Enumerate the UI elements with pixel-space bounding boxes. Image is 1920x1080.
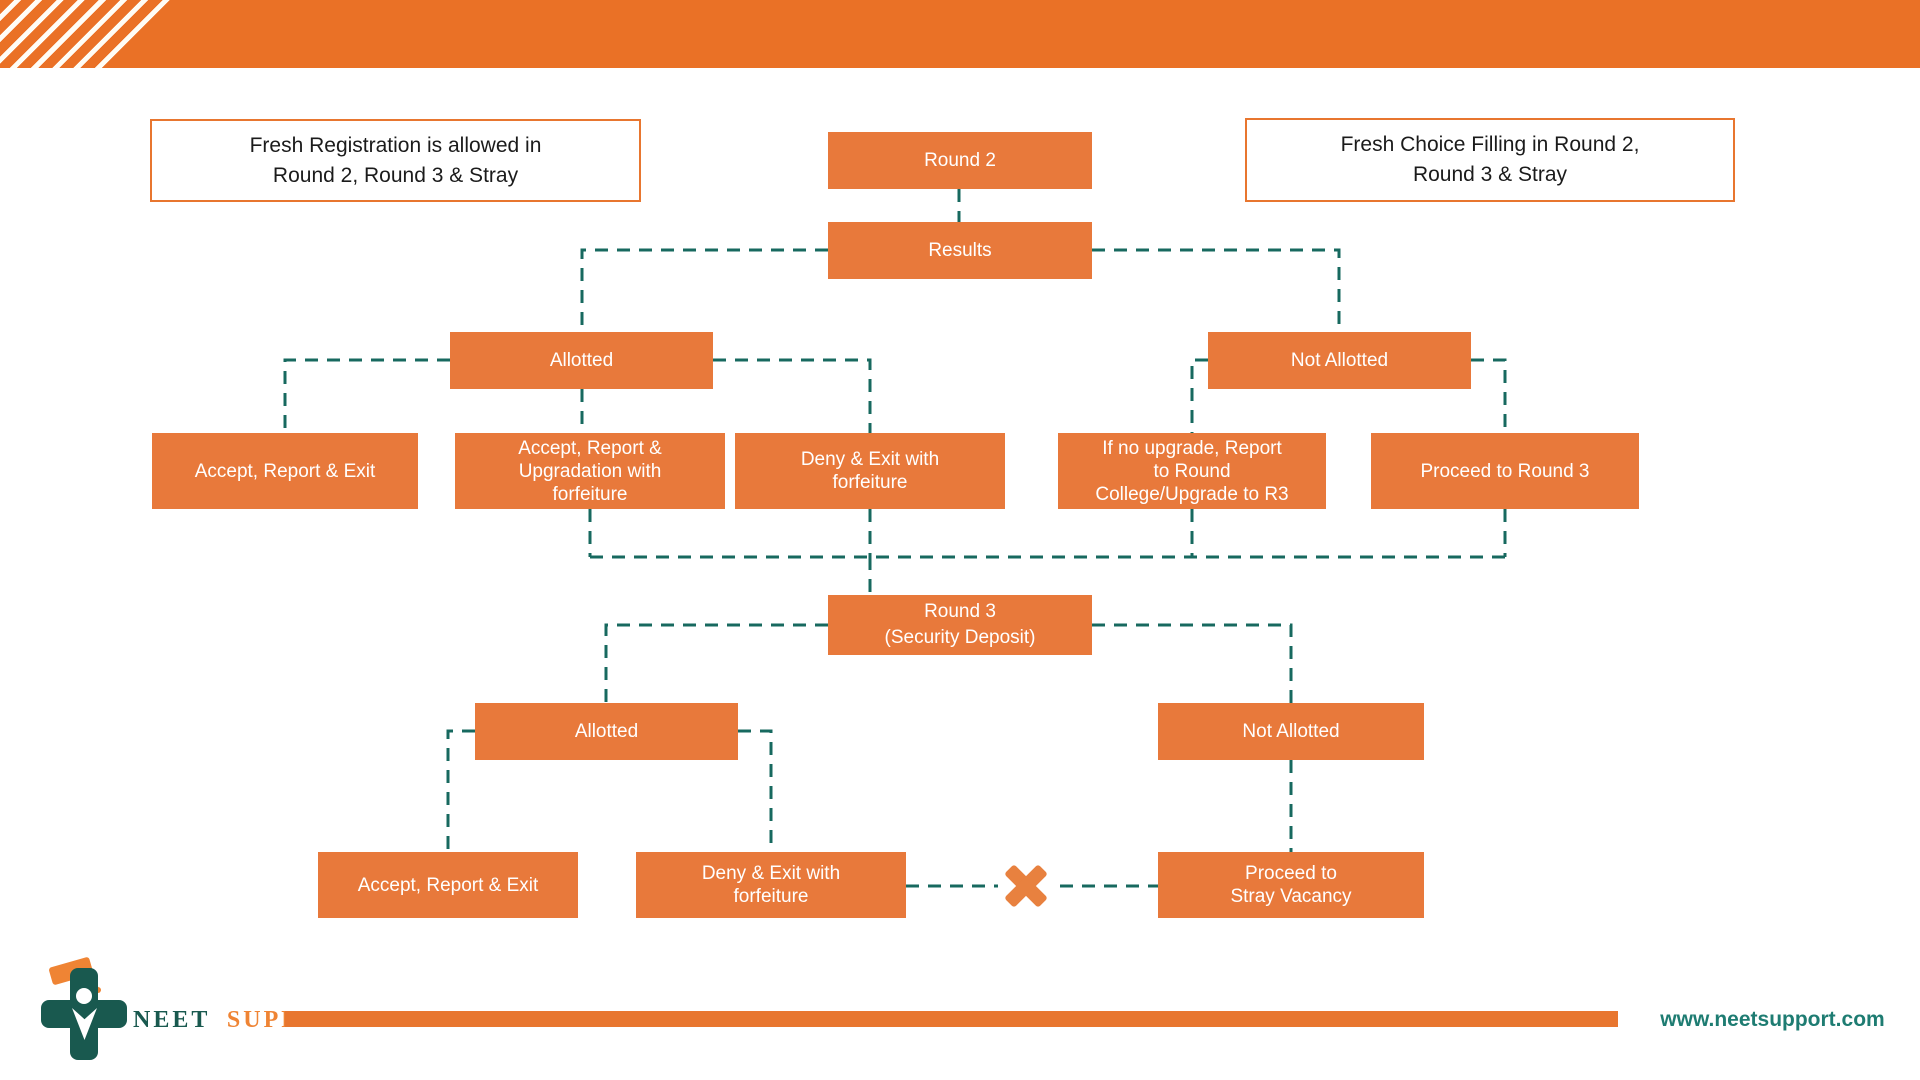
node-r2-allotted: Allotted: [450, 332, 713, 389]
node-r2-accept-upgrade: Accept, Report & Upgradation with forfei…: [455, 433, 725, 509]
note-line: Fresh Choice Filling in Round 2,: [1340, 133, 1640, 156]
connector-allotted-accept-exit: [283, 358, 450, 433]
node-label: Allotted: [549, 350, 614, 371]
node-round3: Round 3 (Security Deposit): [828, 595, 1092, 655]
node-r3-not-allotted: Not Allotted: [1158, 703, 1424, 760]
connector-r3-allotted-deny-exit: [738, 729, 773, 852]
node-label: forfeiture: [733, 886, 809, 907]
node-r3-stray-vacancy: Proceed to Stray Vacancy: [1158, 852, 1424, 918]
node-label: Results: [928, 240, 992, 261]
node-label: If no upgrade, Report: [1102, 437, 1282, 459]
node-r2-accept-exit: Accept, Report & Exit: [152, 433, 418, 509]
connector-round3-not-allotted: [1092, 623, 1293, 703]
node-r3-deny-exit: Deny & Exit with forfeiture: [636, 852, 906, 918]
note-line: Round 2, Round 3 & Stray: [272, 163, 519, 187]
node-label: Stray Vacancy: [1230, 886, 1352, 907]
node-label: Accept, Report &: [518, 437, 662, 459]
node-label: Round 2: [924, 150, 996, 171]
note-fresh-choice-filling: Fresh Choice Filling in Round 2, Round 3…: [1245, 118, 1735, 202]
top-banner: [0, 0, 1920, 68]
node-label: Upgradation with: [518, 460, 662, 482]
person-head: [76, 988, 92, 1004]
node-label: Proceed to: [1245, 863, 1337, 884]
connector-round3-allotted: [604, 623, 828, 703]
node-round2: Round 2: [828, 132, 1092, 189]
node-r2-proceed-round3: Proceed to Round 3: [1371, 433, 1639, 509]
node-results: Results: [828, 222, 1092, 279]
note-fresh-registration: Fresh Registration is allowed in Round 2…: [150, 119, 641, 202]
note-line: Fresh Registration is allowed in: [249, 133, 542, 157]
footer-divider-bar: [285, 1011, 1618, 1027]
node-label: Not Allotted: [1242, 721, 1340, 742]
node-label: Not Allotted: [1290, 350, 1389, 371]
node-label: Round 3: [924, 601, 996, 622]
connector-allotted-deny-exit: [713, 358, 872, 433]
node-r3-accept-exit: Accept, Report & Exit: [318, 852, 578, 918]
connector-not-allotted-proceed-r3: [1471, 358, 1507, 433]
connector-not-allotted-no-upgrade: [1190, 358, 1208, 433]
corner-stripes-decoration: [0, 0, 178, 68]
website-url: www.neetsupport.com: [1660, 1008, 1885, 1031]
node-r2-deny-exit: Deny & Exit with forfeiture: [735, 433, 1005, 509]
neet-support-logo: [40, 956, 130, 1064]
node-r2-not-allotted: Not Allotted: [1208, 332, 1471, 389]
connector-r3-allotted-accept-exit: [446, 729, 475, 852]
node-label: Deny & Exit with: [701, 863, 841, 884]
node-label: (Security Deposit): [884, 627, 1036, 648]
connector-results-allotted: [580, 248, 828, 332]
node-r2-no-upgrade: If no upgrade, Report to Round College/U…: [1058, 433, 1326, 509]
note-line: Round 3 & Stray: [1412, 163, 1568, 186]
connector-results-not-allotted: [1092, 248, 1341, 332]
node-label: Allotted: [574, 721, 639, 742]
node-label: College/Upgrade to R3: [1095, 483, 1289, 505]
node-label: forfeiture: [832, 472, 908, 493]
node-label: Accept, Report & Exit: [194, 460, 376, 482]
node-label: to Round: [1153, 460, 1231, 482]
cap-tassel-dot: [95, 987, 101, 993]
node-label: Accept, Report & Exit: [357, 874, 539, 896]
node-r3-allotted: Allotted: [475, 703, 738, 760]
blocked-cross-icon: [998, 858, 1054, 914]
brand-neet: NEET: [133, 1007, 210, 1033]
node-label: Deny & Exit with: [800, 449, 940, 470]
node-label: forfeiture: [552, 483, 628, 505]
node-label: Proceed to Round 3: [1420, 460, 1590, 482]
